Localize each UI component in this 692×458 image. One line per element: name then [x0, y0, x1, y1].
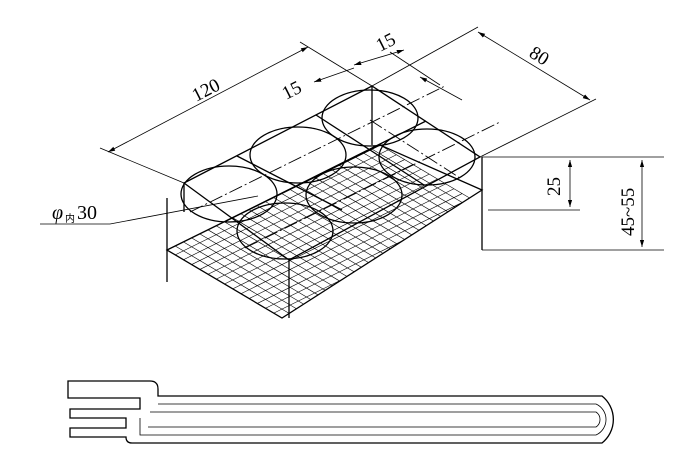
hole-3: [321, 89, 419, 147]
leader-line-hole-diag: [109, 195, 259, 225]
tray-bottom-outline: [165, 144, 484, 319]
dim-label-15-side: 15: [279, 77, 305, 104]
ext-line-120-left: [99, 147, 185, 184]
dim-label-120: 120: [189, 75, 224, 107]
mesh-line: [232, 183, 446, 290]
ext-line-15-top: [389, 51, 441, 86]
hole-1: [180, 165, 278, 223]
centerline-col: [369, 119, 461, 179]
frame-divider-2: [315, 114, 425, 186]
mesh-line: [207, 169, 422, 275]
mesh-line: [199, 164, 413, 270]
dim-label-45-55: 45~55: [618, 188, 639, 236]
dim-label-25: 25: [544, 177, 565, 196]
hole-diameter-symbol: φ: [52, 202, 63, 224]
ext-line-80-right: [479, 98, 597, 158]
ext-line-120-right: [299, 41, 373, 87]
fork-tool: [67, 380, 615, 444]
hole-5: [305, 166, 403, 224]
ext-line-80-back: [371, 26, 479, 87]
centerline-row-1: [189, 85, 446, 213]
mesh-line: [240, 188, 455, 294]
mesh-line: [249, 193, 463, 299]
dim-line-120: [107, 46, 309, 153]
mesh-line: [183, 154, 397, 260]
mesh-line: [216, 173, 430, 280]
dim-line-15-top: [353, 49, 405, 66]
ext-line-15-side: [419, 76, 463, 101]
mesh-line: [191, 159, 405, 265]
hole-4: [236, 202, 334, 260]
centerline-row-2: [244, 121, 501, 249]
dim-label-80: 80: [525, 42, 552, 70]
hole-6: [378, 128, 476, 186]
dim-line-80: [477, 31, 591, 101]
mesh-line: [257, 198, 471, 304]
fork-inner-line: [148, 411, 601, 428]
hole-diameter-subscript: 内: [65, 212, 75, 225]
tray-top-frame: [182, 85, 482, 261]
dim-line-15-side: [313, 67, 355, 83]
fork-inner-groove: [139, 403, 607, 436]
fork-outline: [67, 380, 615, 444]
hole-diameter-value: 30: [77, 202, 97, 224]
